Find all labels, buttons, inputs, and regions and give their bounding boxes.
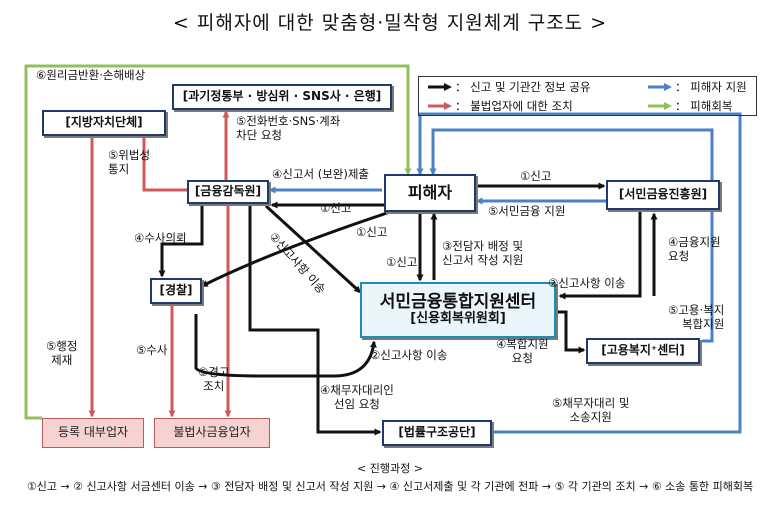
blue-legal-loop-arrow [416, 112, 742, 434]
node-illegal-lender: 불법사금융업자 [154, 418, 270, 448]
label-complex-support: ④복합지원 요청 [496, 337, 549, 365]
label-finance-support: ④금융지원 요청 [668, 235, 721, 263]
legend: ： 신고 및 기관간 정보 공유 ： 피해자 지원 ： 불법업자에 대한 조치 … [418, 76, 757, 116]
green-restitution-arrow [24, 64, 412, 420]
legend-blue-label: ： 피해자 지원 [675, 80, 747, 94]
black-fss-to-center-arrow [264, 204, 362, 294]
node-employment-center: [고용복지⁺센터] [586, 338, 700, 364]
label-admin-sanction: ⑤행정 제재 [46, 339, 78, 367]
node-police: [경찰] [150, 278, 202, 304]
label-transfer-police-center: ②신고사항 이송 [370, 348, 448, 362]
node-victim: 피해자 [384, 174, 476, 212]
label-report-center: ①신고 [386, 255, 418, 269]
black-fund-to-center-arrow [558, 212, 642, 300]
black-center-to-employment-arrow [558, 310, 586, 354]
label-report-fund: ①신고 [520, 169, 552, 183]
label-report-submit: ④신고서 (보완)제출 [272, 167, 369, 181]
node-fund: [서민금융진흥원] [606, 180, 720, 210]
process-title: < 진행과정 > [357, 462, 423, 475]
blue-employment-loop-arrow [429, 128, 714, 343]
label-fund-support: ⑤서민금융 지원 [488, 204, 566, 218]
label-investigation-request: ④수사의뢰 [134, 231, 187, 245]
legend-black-label: ： 신고 및 기관간 정보 공유 [455, 80, 591, 94]
black-victim-to-police-arrow [200, 210, 391, 288]
label-litigation-support: ⑤채무자대리 및 소송지원 [552, 396, 630, 424]
black-police-to-center-arrow [194, 314, 377, 378]
label-investigation: ⑤수사 [136, 343, 168, 357]
center-name: 서민금융통합지원센터 [379, 291, 537, 312]
label-transfer-center: ②신고사항 이송 [548, 276, 626, 290]
label-restitution: ⑥원리금반환·손해배상 [36, 68, 146, 82]
black-fss-to-police-arrow [158, 204, 204, 278]
node-local-government: [지방자치단체] [42, 110, 166, 136]
label-violation-notice: ⑤위법성 통지 [108, 148, 151, 176]
node-integrated-center: 서민금융통합지원센터 [신용회복위원회] [360, 282, 556, 338]
node-ministries: [과기정통부 · 방심위 · SNS사 · 은행] [172, 84, 392, 110]
label-manager-assign: ③전담자 배정 및 신고서 작성 지원 [442, 239, 524, 267]
page-title: < 피해자에 대한 맞춤형·밀착형 지원체계 구조도 > [172, 12, 608, 34]
label-report-fss: ①신고 [320, 201, 352, 215]
center-subname: [신용회복위원회] [410, 311, 506, 327]
red-fss-to-local-arrow [140, 126, 187, 192]
node-fss: [금융감독원] [187, 180, 269, 204]
label-debtor-agent: ④채무자대리인 선임 요청 [320, 383, 394, 411]
process-flow: ①신고 → ② 신고사항 서금센터 이송 → ③ 전담자 배정 및 신고서 작성… [26, 480, 754, 493]
legend-red-label: ： 불법업자에 대한 조치 [455, 99, 573, 113]
node-legal-aid: [법률구조공단] [382, 420, 492, 446]
node-registered-lender: 등록 대부업자 [42, 418, 144, 448]
legend-green-label: ： 피해회복 [675, 99, 733, 113]
label-warning: ⑤경고 조치 [198, 365, 230, 393]
label-block-request: ⑤전화번호·SNS·계좌 차단 요청 [236, 114, 341, 142]
black-center-to-legal-arrow [248, 204, 382, 436]
label-employment-support: ⑤고용·복지 복합지원 [668, 303, 725, 331]
label-report-police: ①신고 [356, 225, 388, 239]
